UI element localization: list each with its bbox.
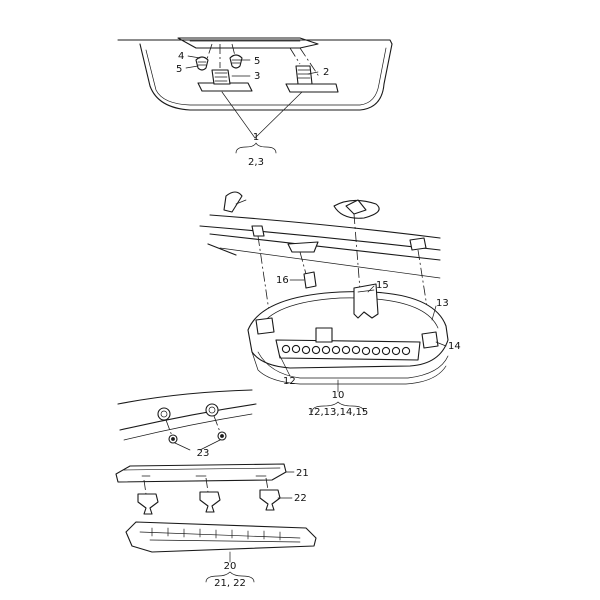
callout-23: 23 bbox=[197, 448, 210, 459]
callout-3: 3 bbox=[254, 71, 260, 82]
callout-22: 22 bbox=[294, 493, 307, 504]
callout-14: 14 bbox=[448, 341, 461, 352]
callout-group-21-22: 21, 22 bbox=[214, 578, 246, 589]
callout-group-12-13-14-15: 12,13,14,15 bbox=[308, 407, 368, 418]
connector-16 bbox=[303, 271, 317, 289]
screw-right bbox=[229, 54, 243, 69]
callout-16: 16 bbox=[276, 275, 289, 286]
callout-group-2-3: 2,3 bbox=[248, 157, 264, 168]
roof-liner-top bbox=[117, 37, 393, 111]
callout-leaders-bottom bbox=[205, 471, 295, 583]
dashed-leaders-middle bbox=[257, 213, 431, 327]
nuts-23 bbox=[165, 415, 227, 451]
roof-panel-middle bbox=[199, 191, 441, 279]
callout-2: 2 bbox=[323, 67, 329, 78]
callout-4: 4 bbox=[178, 51, 184, 62]
callout-1: 1 bbox=[253, 132, 259, 143]
callout-15: 15 bbox=[376, 280, 389, 291]
console-housing bbox=[247, 291, 449, 385]
callout-20: 20 bbox=[224, 561, 237, 572]
trim-strip-21 bbox=[115, 463, 287, 483]
screw-left bbox=[195, 56, 209, 71]
roof-panel-lower bbox=[117, 389, 257, 441]
light-bar-20 bbox=[125, 521, 317, 553]
callout-10: 10 bbox=[332, 390, 345, 401]
led-row bbox=[281, 344, 411, 356]
callout-leaders-middle bbox=[279, 279, 447, 413]
visor-clip-assembly-left bbox=[197, 43, 253, 92]
callout-12: 12 bbox=[283, 376, 296, 387]
visor-clip-assembly-right bbox=[285, 47, 339, 93]
callout-13: 13 bbox=[436, 298, 449, 309]
callout-leaders-top bbox=[185, 55, 319, 154]
bracket-15 bbox=[353, 283, 379, 319]
callout-5-right: 5 bbox=[254, 56, 260, 67]
callout-21: 21 bbox=[296, 468, 309, 479]
callout-5-left: 5 bbox=[176, 64, 182, 75]
clips-22 bbox=[137, 477, 281, 515]
